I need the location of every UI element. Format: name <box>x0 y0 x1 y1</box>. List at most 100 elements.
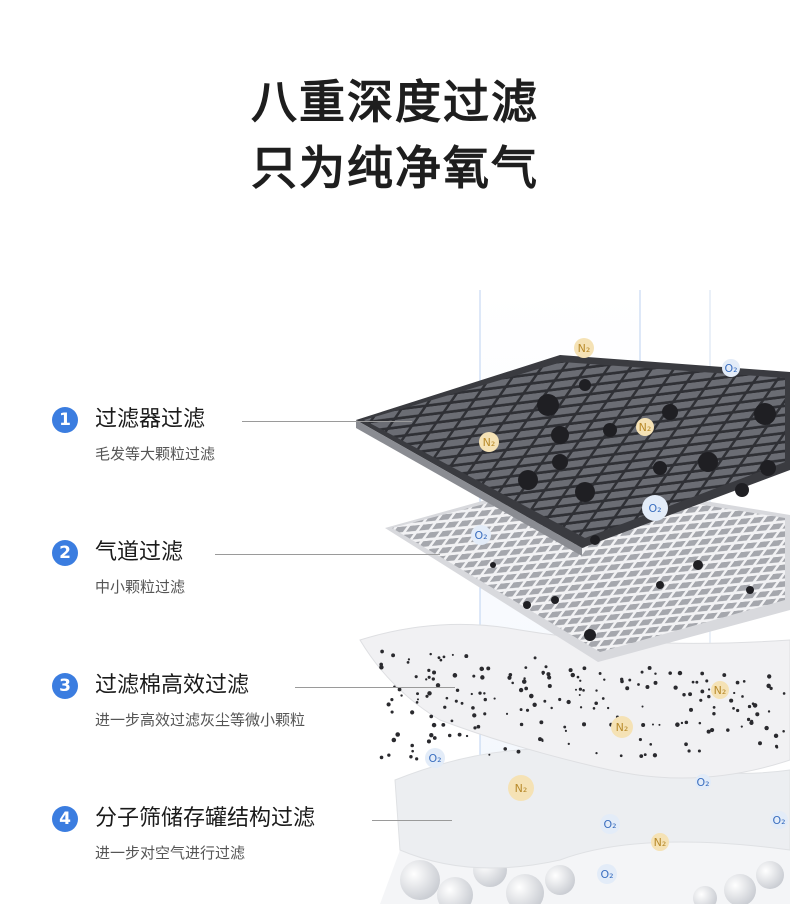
dust-dot <box>429 733 434 738</box>
dust-dot <box>582 666 587 671</box>
dust-dot <box>410 710 415 715</box>
dust-dot <box>566 699 571 705</box>
dust-dot <box>689 707 694 712</box>
svg-text:O₂: O₂ <box>603 818 616 831</box>
dust-dot <box>594 701 598 706</box>
molecule-labels: N₂ O₂ N₂ N₂ O₂ O₂ N₂ N₂ O₂ N₂ O₂ O₂ N₂ O… <box>425 338 788 884</box>
dust-dot <box>767 710 771 713</box>
n2-molecule-icon: N₂ <box>479 432 499 452</box>
dust-dot <box>538 737 542 742</box>
dust-dot <box>766 683 771 689</box>
n2-molecule-icon: N₂ <box>711 681 729 699</box>
step-title: 气道过滤 <box>95 540 184 565</box>
dust-dot <box>628 678 632 682</box>
dust-dot <box>532 702 537 707</box>
dust-dot <box>457 732 462 737</box>
step-number-badge: 2 <box>52 540 78 566</box>
o2-molecule-icon: O₂ <box>600 814 620 834</box>
dust-dot <box>598 672 602 675</box>
dust-dot <box>488 753 491 756</box>
dust-dot <box>582 722 587 727</box>
dust-dot <box>483 692 486 695</box>
dust-dot <box>464 654 469 659</box>
svg-text:O₂: O₂ <box>724 362 737 375</box>
n2-molecule-icon: N₂ <box>651 833 669 851</box>
n2-molecule-icon: N₂ <box>611 716 633 738</box>
dust-dot <box>640 670 644 674</box>
step-title: 分子筛储存罐结构过滤 <box>95 806 316 831</box>
svg-text:N₂: N₂ <box>639 421 652 434</box>
dust-dot <box>471 706 475 710</box>
svg-text:O₂: O₂ <box>648 502 661 515</box>
dust-dot <box>710 727 715 733</box>
svg-text:O₂: O₂ <box>772 814 785 827</box>
dust-dot <box>712 705 716 709</box>
dust-dot <box>601 697 605 700</box>
connector-line <box>295 687 455 688</box>
dust-dot <box>437 656 441 660</box>
title-line-1: 八重深度过滤 <box>251 75 539 129</box>
dust-dot <box>746 717 751 722</box>
dust-dot <box>429 652 432 656</box>
dust-dot <box>707 694 711 699</box>
dust-dot <box>712 712 716 716</box>
dust-dot <box>529 693 534 699</box>
dust-dot <box>684 720 689 725</box>
dust-dot <box>441 722 446 727</box>
dust-dot <box>442 655 446 659</box>
dust-dot <box>395 732 400 737</box>
dust-dot <box>638 737 642 742</box>
dust-dot <box>619 754 623 758</box>
dust-dot <box>658 723 661 726</box>
dust-dot <box>379 665 384 670</box>
dust-dot <box>472 713 477 718</box>
dust-dot <box>544 665 548 669</box>
dust-dot <box>740 725 743 728</box>
dust-dot <box>547 683 552 689</box>
dust-dot <box>483 712 487 716</box>
dust-dot <box>758 741 762 746</box>
dust-dot <box>547 675 552 680</box>
dust-dot <box>541 670 545 675</box>
dust-dot <box>450 719 454 723</box>
filter-cotton-layer <box>359 623 790 779</box>
dust-dot <box>769 686 773 691</box>
dust-dot <box>673 685 678 690</box>
dust-dot <box>707 688 711 691</box>
dust-dot <box>741 695 744 698</box>
dust-dot <box>675 722 680 727</box>
dust-dot <box>639 754 644 758</box>
dust-dot <box>726 728 730 732</box>
dust-dot <box>736 708 740 713</box>
dust-dot <box>439 658 443 662</box>
dust-dot <box>493 697 496 700</box>
dust-dot <box>431 722 437 728</box>
dust-dot <box>539 720 544 725</box>
dust-dot <box>563 725 567 729</box>
dust-dot <box>729 698 734 703</box>
dust-dot <box>684 742 688 747</box>
dust-dot <box>427 668 431 673</box>
dust-dot <box>410 744 413 747</box>
dust-dot <box>427 691 432 696</box>
dust-dot <box>747 704 752 709</box>
dust-dot <box>700 689 705 694</box>
dust-dot <box>387 753 391 757</box>
connector-line <box>215 554 440 555</box>
dust-dot <box>688 692 693 697</box>
svg-text:O₂: O₂ <box>600 868 613 881</box>
step-subtitle: 进一步高效过滤灰尘等微小颗粒 <box>95 711 306 729</box>
dust-dot <box>465 734 469 738</box>
dust-dot <box>603 678 606 681</box>
svg-text:N₂: N₂ <box>654 836 667 849</box>
dust-dot <box>751 702 755 706</box>
dust-dot <box>695 680 699 684</box>
dust-dot <box>574 688 578 691</box>
dust-dot <box>654 672 657 675</box>
dust-dot <box>620 677 624 682</box>
dust-dot <box>406 660 410 664</box>
dust-dot <box>473 726 477 730</box>
dust-dot <box>546 672 551 677</box>
o2-molecule-icon: O₂ <box>722 359 740 377</box>
dust-dot <box>775 745 779 749</box>
